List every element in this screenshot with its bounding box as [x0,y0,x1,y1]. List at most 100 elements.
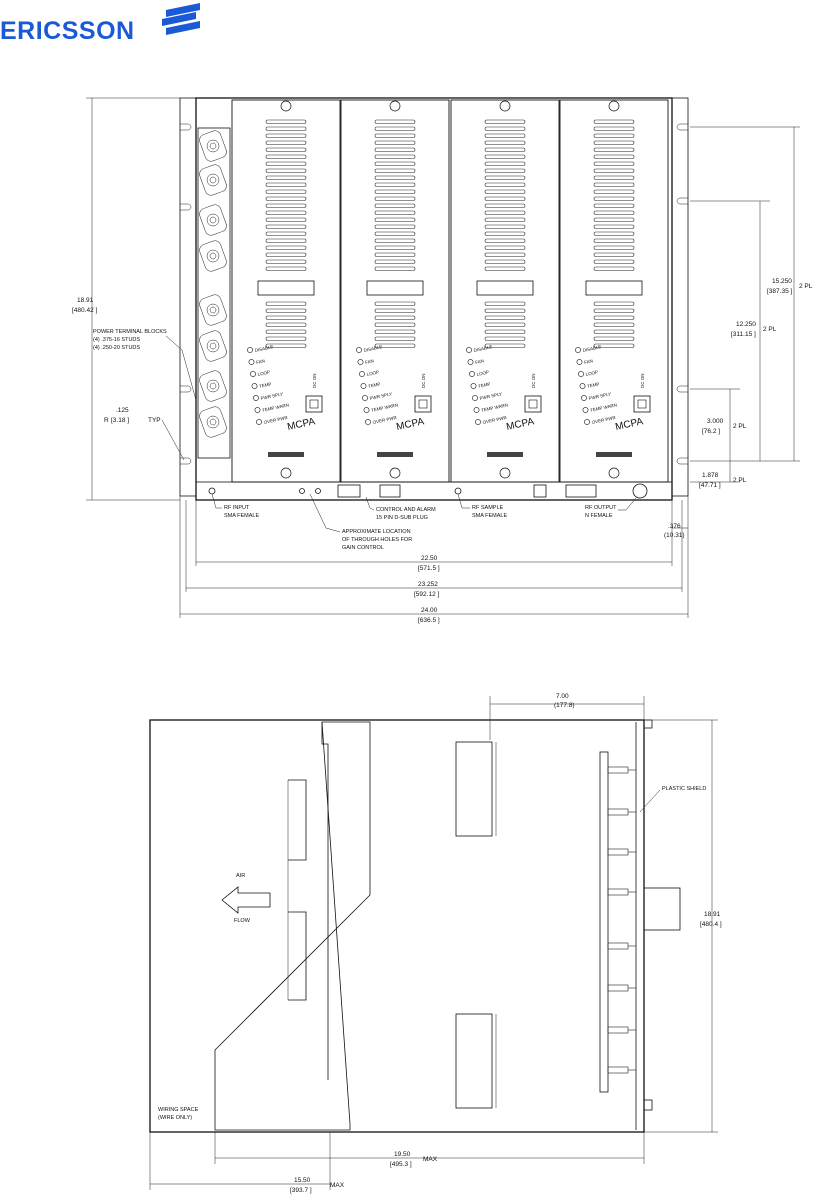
terminal-block [199,130,227,162]
module-brand-plate [596,452,632,457]
module-power-switch [524,395,542,413]
vent-slot [484,336,526,341]
led-label: TEMP [587,381,600,388]
backplane-stud [607,984,629,992]
led-label: LOOP [476,369,489,376]
vent-slot [593,231,635,236]
gain-control-hole [315,488,321,494]
radius-typ: TYP [148,417,161,424]
side-front-plate [321,722,329,1080]
led-label: PWR SPLY [588,391,611,401]
vent-slot [484,301,526,306]
led-label: OVER PWR [372,415,398,425]
led-label: TEMP WARN [371,402,399,413]
w2-mm: [592.12 ] [414,591,439,598]
power-terminal-blocks [199,130,227,438]
vent-slot [265,343,307,348]
led-label: TEMP WARN [481,402,509,413]
height-mm: [480.42 ] [72,307,97,314]
approx-label-2: OF THROUGH HOLES FOR [342,537,412,543]
module-name: MCPA [614,416,644,433]
vent-slot [265,168,307,173]
side-fan-upper [288,779,307,861]
led-label: FAN [475,358,485,365]
power-switch [533,484,547,498]
approx-label-3: GAIN CONTROL [342,545,384,551]
vent-slot [484,140,526,145]
terminal-stud [206,415,220,429]
vent-slot [374,147,416,152]
terminal-stud [206,303,220,317]
module-screw-top [499,100,511,112]
card-upper [455,741,493,837]
vent-slot [484,154,526,159]
d2-in: 12.250 [736,321,756,328]
vent-slot [265,259,307,264]
terminal-stud [206,213,220,227]
vent-slot [374,231,416,236]
vent-slot [265,224,307,229]
b1-mm: [495.3 ] [390,1161,412,1168]
vent-slot [593,266,635,271]
vent-slot [593,119,635,124]
vent-slot [374,168,416,173]
top-dim-mm: (177.8) [554,702,575,709]
module-power-label: DC ON [312,374,317,389]
d4-mm: [47.71 ] [699,482,721,489]
wiring-label-1: WIRING SPACE [158,1107,199,1113]
vent-slot [593,259,635,264]
vent-slot [484,238,526,243]
led-label: LOOP [257,369,270,376]
led-label: PWR SPLY [479,391,502,401]
approx-leader [309,493,341,533]
module-handle [366,280,424,296]
w3-in: 24.00 [421,607,438,614]
top-dim-in: 7.00 [556,693,569,700]
radius-mm: [3.18 ] [111,417,129,424]
led-label: TEMP WARN [590,402,618,413]
led-label: TEMP [259,381,272,388]
led-label: LOOP [366,369,379,376]
led-label: LOOP [585,369,598,376]
side-view: AIR FLOW PLASTIC SHIELD WIRING SPACE (WI… [149,693,722,1194]
d1-pl: 2 PL [799,283,813,290]
module-panel [340,99,450,483]
chassis-front-bar [195,481,673,501]
vent-slot [484,308,526,313]
module-panel [559,99,669,483]
vent-slot [265,140,307,145]
module-name: MCPA [286,416,316,433]
rf-input-connector [208,487,216,495]
right-dimensions [690,126,800,483]
d4-pl: 2 PL [733,477,747,484]
module-handle [476,280,534,296]
vent-slot [265,203,307,208]
terminal-stud-inner [209,418,217,426]
module-brand-plate [377,452,413,457]
module-brand-plate [487,452,523,457]
vent-slot [374,224,416,229]
vent-slot [593,217,635,222]
led-label: OVER PWR [263,415,289,425]
backplane-stud [607,1066,629,1074]
rf-output-label-2: N FEMALE [585,513,613,519]
status-led [359,371,365,377]
d2-pl: 2 PL [763,326,777,333]
vent-slot [593,308,635,313]
status-led [467,359,474,365]
vent-slot [374,133,416,138]
vent-slot [484,161,526,166]
vent-slot [265,133,307,138]
d3-in: 3.000 [707,418,724,425]
led-label: TEMP [478,381,491,388]
w2-in: 23.252 [418,581,438,588]
vent-slot [374,252,416,257]
vent-slot [484,168,526,173]
terminal-stud [206,249,220,263]
terminal-stud-inner [209,342,217,350]
led-label: PWR SPLY [369,391,392,401]
vent-slot [265,126,307,131]
vent-slot [593,329,635,334]
